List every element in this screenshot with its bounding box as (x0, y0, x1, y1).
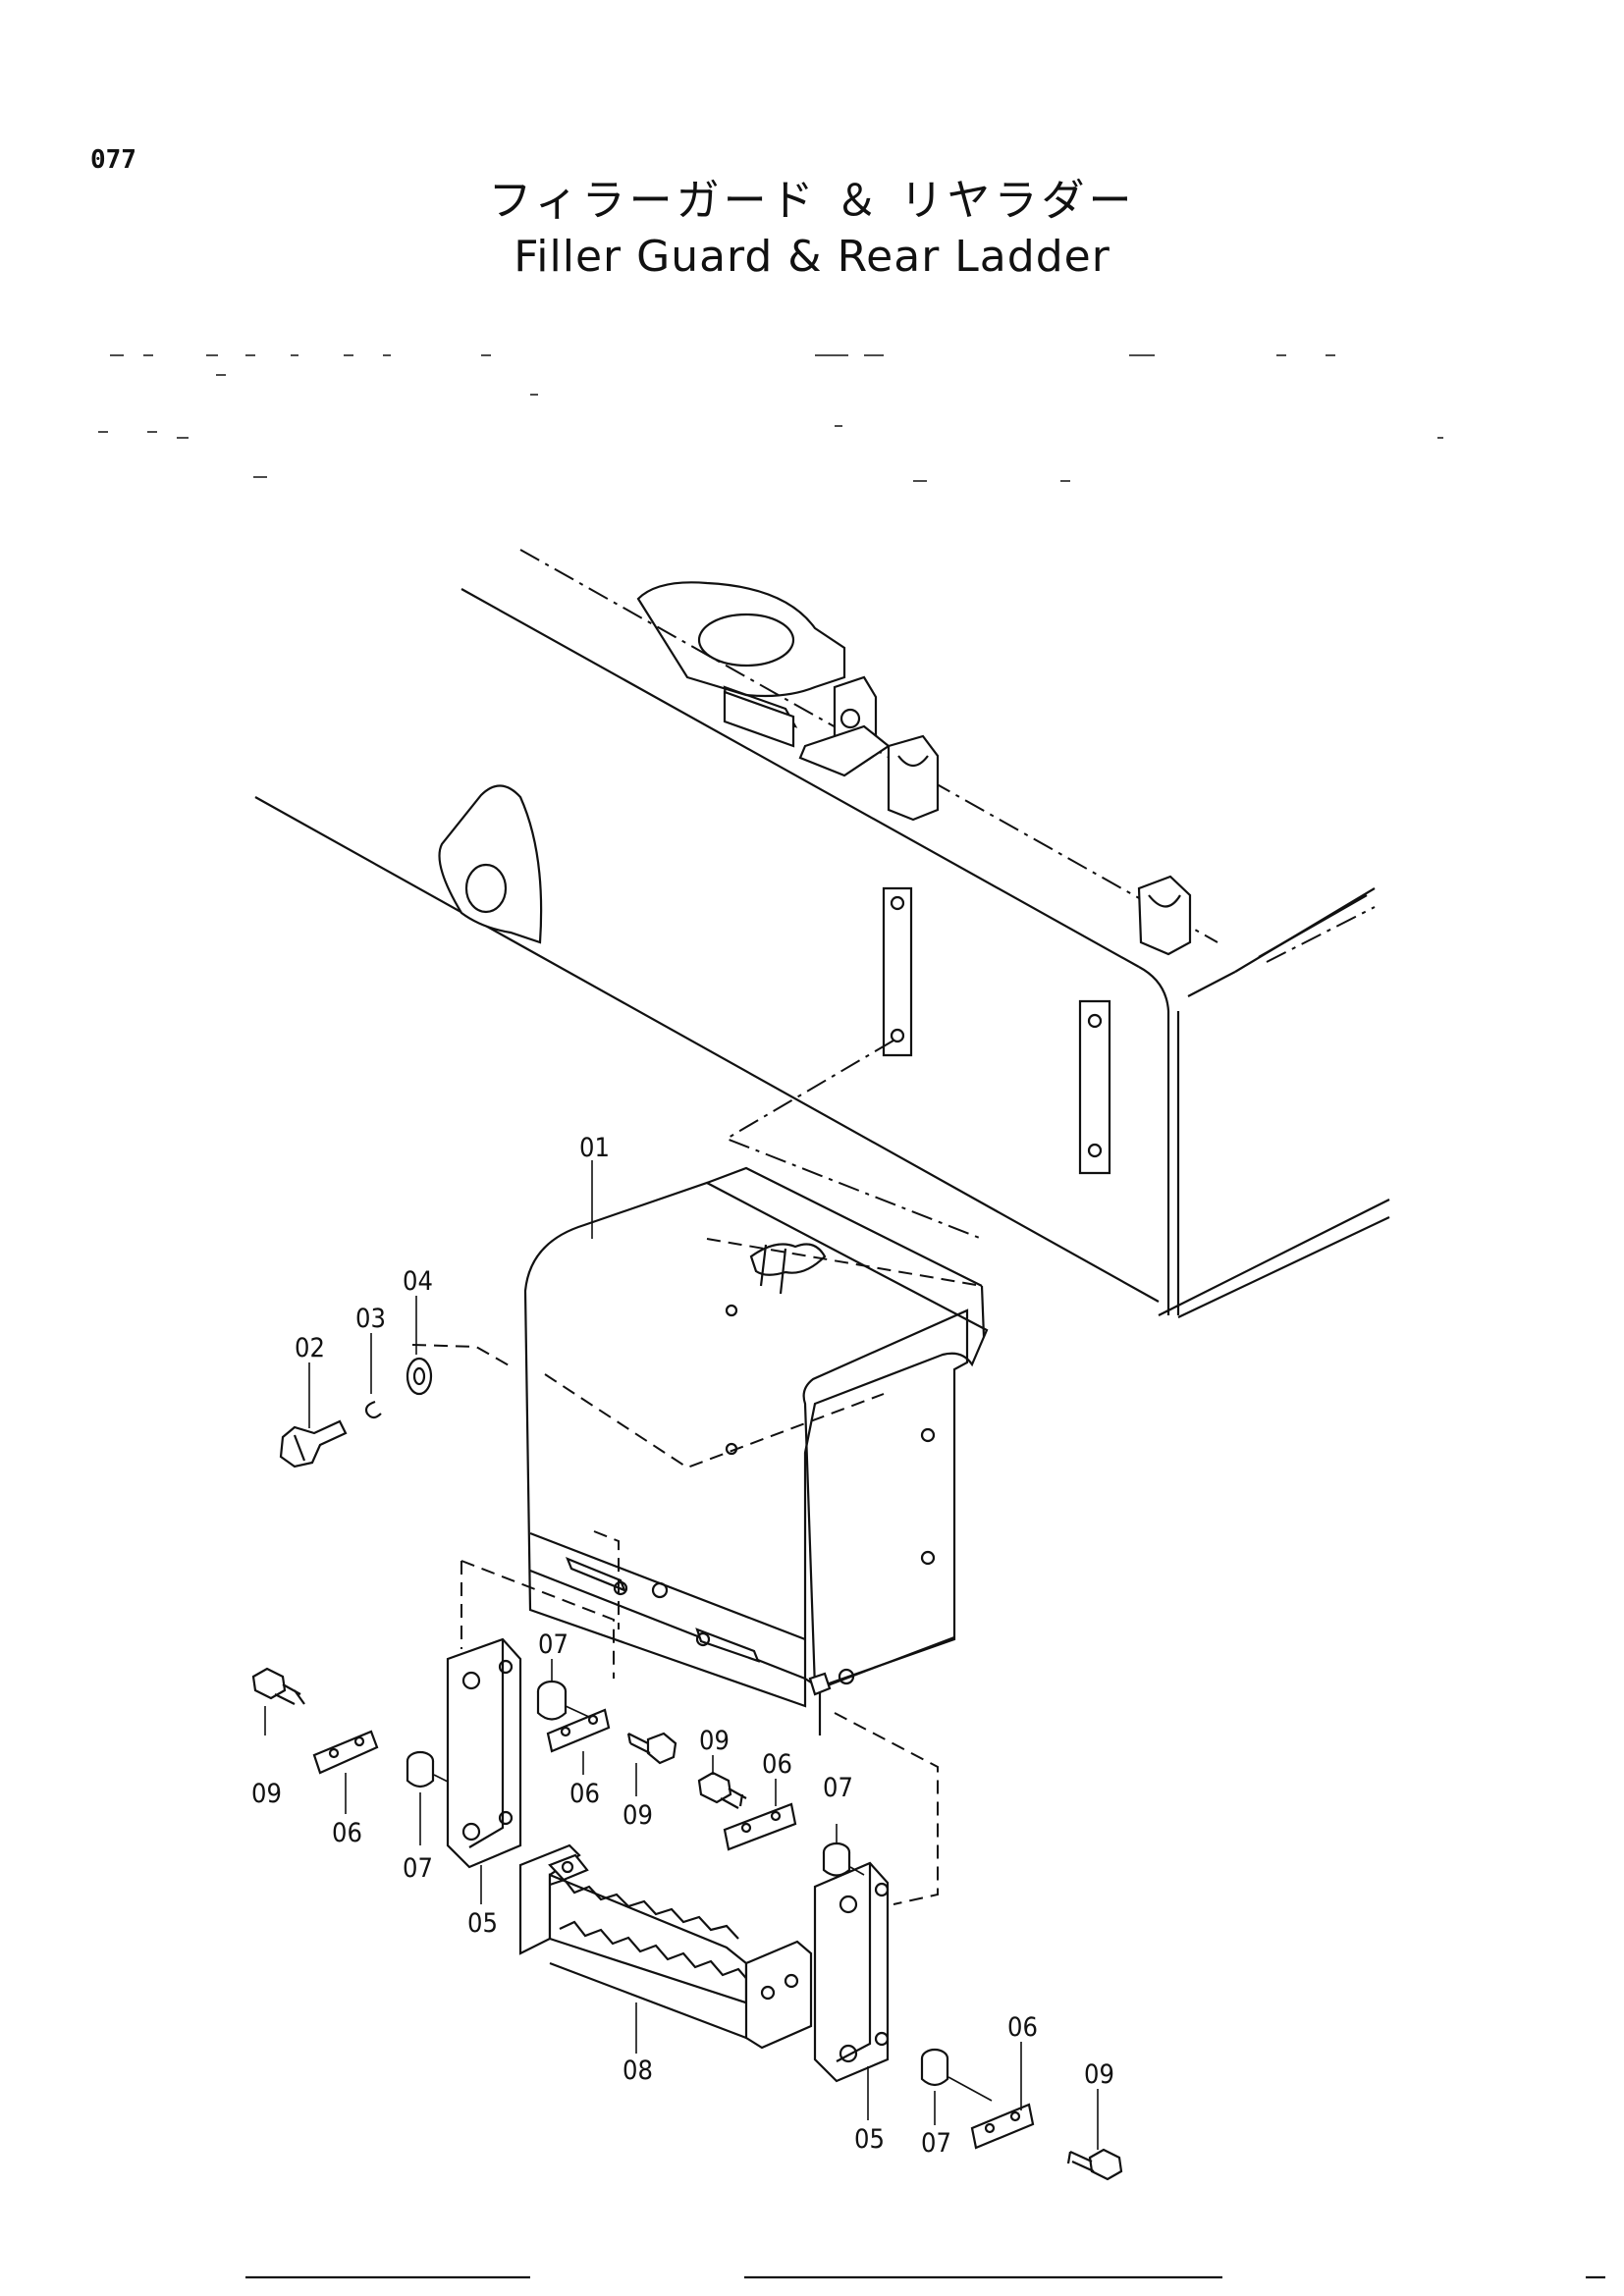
spacer-07 (822, 1842, 851, 1877)
machine-frame (254, 549, 1390, 1318)
callout-07: 07 (403, 1853, 433, 1884)
callout-02: 02 (295, 1333, 325, 1363)
callout-07: 07 (538, 1629, 568, 1660)
callout-06: 06 (762, 1749, 792, 1780)
filler-guard (523, 1166, 989, 1735)
callout-07: 07 (823, 1773, 853, 1803)
callout-09: 09 (623, 1800, 653, 1831)
callout-05: 05 (854, 2124, 885, 2155)
callout-04: 04 (403, 1266, 433, 1297)
title-japanese: フィラーガード ＆ リヤラダー (488, 176, 1136, 226)
callout-06: 06 (569, 1779, 600, 1809)
rear-ladder (446, 1637, 939, 2083)
callout-06: 06 (1007, 2012, 1038, 2043)
callout-09: 09 (1084, 2059, 1114, 2090)
page-number: 077 (90, 145, 136, 175)
callout-08: 08 (623, 2056, 653, 2086)
spacer-07 (920, 2048, 949, 2087)
callout-07: 07 (921, 2128, 951, 2159)
spacer-07 (536, 1680, 568, 1721)
fasteners (251, 1667, 1123, 2181)
title-english: Filler Guard & Rear Ladder (514, 232, 1110, 282)
callout-09: 09 (251, 1779, 282, 1809)
spacer-07 (406, 1750, 435, 1789)
callout-05: 05 (467, 1908, 498, 1939)
callout-03: 03 (355, 1304, 386, 1334)
hardware-left (279, 1344, 615, 1679)
callout-01: 01 (579, 1133, 610, 1163)
callout-06: 06 (332, 1818, 362, 1848)
callout-leaders (264, 1160, 1099, 2150)
scan-noise (98, 354, 1443, 482)
callout-labels: 01 02 03 04 09 06 07 05 07 06 09 09 06 0… (251, 1133, 1114, 2159)
callout-09: 09 (699, 1726, 730, 1756)
